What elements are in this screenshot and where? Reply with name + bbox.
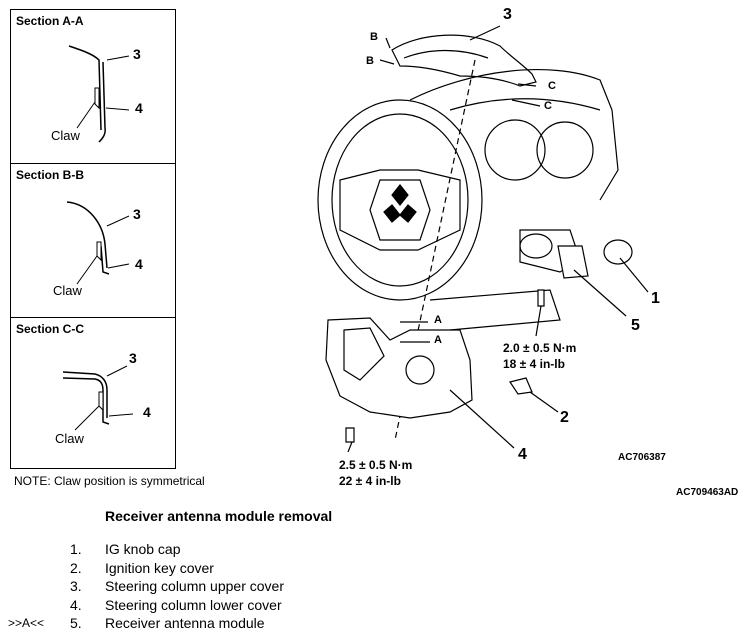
torque-imperial: 18 ± 4 in-lb — [503, 357, 565, 371]
procedure-step: 2. Ignition key cover — [0, 560, 400, 579]
figure-code: AC709463AD — [676, 487, 739, 498]
procedure-step: 1. IG knob cap — [0, 541, 400, 560]
callout-2: 2 — [560, 409, 569, 426]
part-number-4: 4 — [135, 100, 143, 116]
part-number-3: 3 — [133, 46, 141, 62]
callout-5: 5 — [631, 317, 640, 334]
procedure-title: Receiver antenna module removal — [105, 508, 333, 524]
step-number: 4. — [70, 596, 82, 613]
claw-label: Claw — [53, 283, 82, 298]
section-mark-b: B — [370, 31, 378, 43]
section-mark-c: C — [544, 100, 552, 112]
step-number: 2. — [70, 559, 82, 576]
step-text: Receiver antenna module — [105, 615, 265, 631]
step-text: Steering column lower cover — [105, 596, 282, 613]
step-number: 3. — [70, 578, 82, 594]
figure-code-inner: AC706387 — [618, 452, 666, 463]
section-mark-a: A — [434, 314, 442, 326]
section-mark-b: B — [366, 55, 374, 67]
torque-metric: 2.0 ± 0.5 N·m — [503, 341, 577, 355]
section-panel-b: Section B-B 3 4 Claw — [10, 163, 176, 319]
section-mark-c: C — [548, 80, 556, 92]
section-panel-c: Section C-C 3 4 Claw — [10, 317, 176, 469]
part-number-4: 4 — [135, 256, 143, 272]
section-b-drawing — [66, 201, 130, 285]
section-c-drawing — [62, 365, 134, 431]
torque-spec-right: 2.0 ± 0.5 N·m 18 ± 4 in-lb — [503, 340, 576, 372]
step-number: 5. — [70, 615, 82, 631]
procedure-step: 3. Steering column upper cover — [0, 578, 400, 597]
section-title: Section B-B — [16, 168, 85, 182]
procedure-steps: 1. IG knob cap 2. Ignition key cover 3. … — [0, 541, 400, 634]
section-title: Section A-A — [16, 14, 84, 28]
step-number: 1. — [70, 541, 82, 557]
torque-imperial: 22 ± 4 in-lb — [339, 474, 401, 488]
step-marker: >>A<< — [8, 616, 45, 630]
part-number-3: 3 — [133, 206, 141, 222]
step-text: Ignition key cover — [105, 559, 214, 576]
torque-spec-left: 2.5 ± 0.5 N·m 22 ± 4 in-lb — [339, 457, 412, 489]
procedure-step: 4. Steering column lower cover — [0, 597, 400, 616]
claw-label: Claw — [55, 431, 84, 446]
callout-3: 3 — [503, 6, 512, 23]
claw-label: Claw — [51, 128, 80, 143]
diagram-drawing — [317, 25, 649, 453]
procedure-step: >>A<< 5. Receiver antenna module — [0, 615, 400, 634]
part-number-4: 4 — [143, 404, 151, 420]
section-title: Section C-C — [16, 322, 85, 336]
section-a-drawing — [68, 45, 130, 143]
step-text: IG knob cap — [105, 541, 181, 557]
section-panel-a: Section A-A 3 4 Claw — [10, 9, 176, 165]
callout-4: 4 — [518, 446, 527, 463]
note-text: NOTE: Claw position is symmetrical — [14, 474, 205, 488]
steering-column-diagram: 3 1 5 2 4 B B C C A A 2.0 ± 0.5 N·m 18 ±… — [300, 0, 748, 500]
part-number-3: 3 — [129, 350, 137, 366]
step-text: Steering column upper cover — [105, 578, 284, 594]
section-mark-a: A — [434, 334, 442, 346]
callout-1: 1 — [651, 290, 660, 307]
torque-metric: 2.5 ± 0.5 N·m — [339, 458, 413, 472]
